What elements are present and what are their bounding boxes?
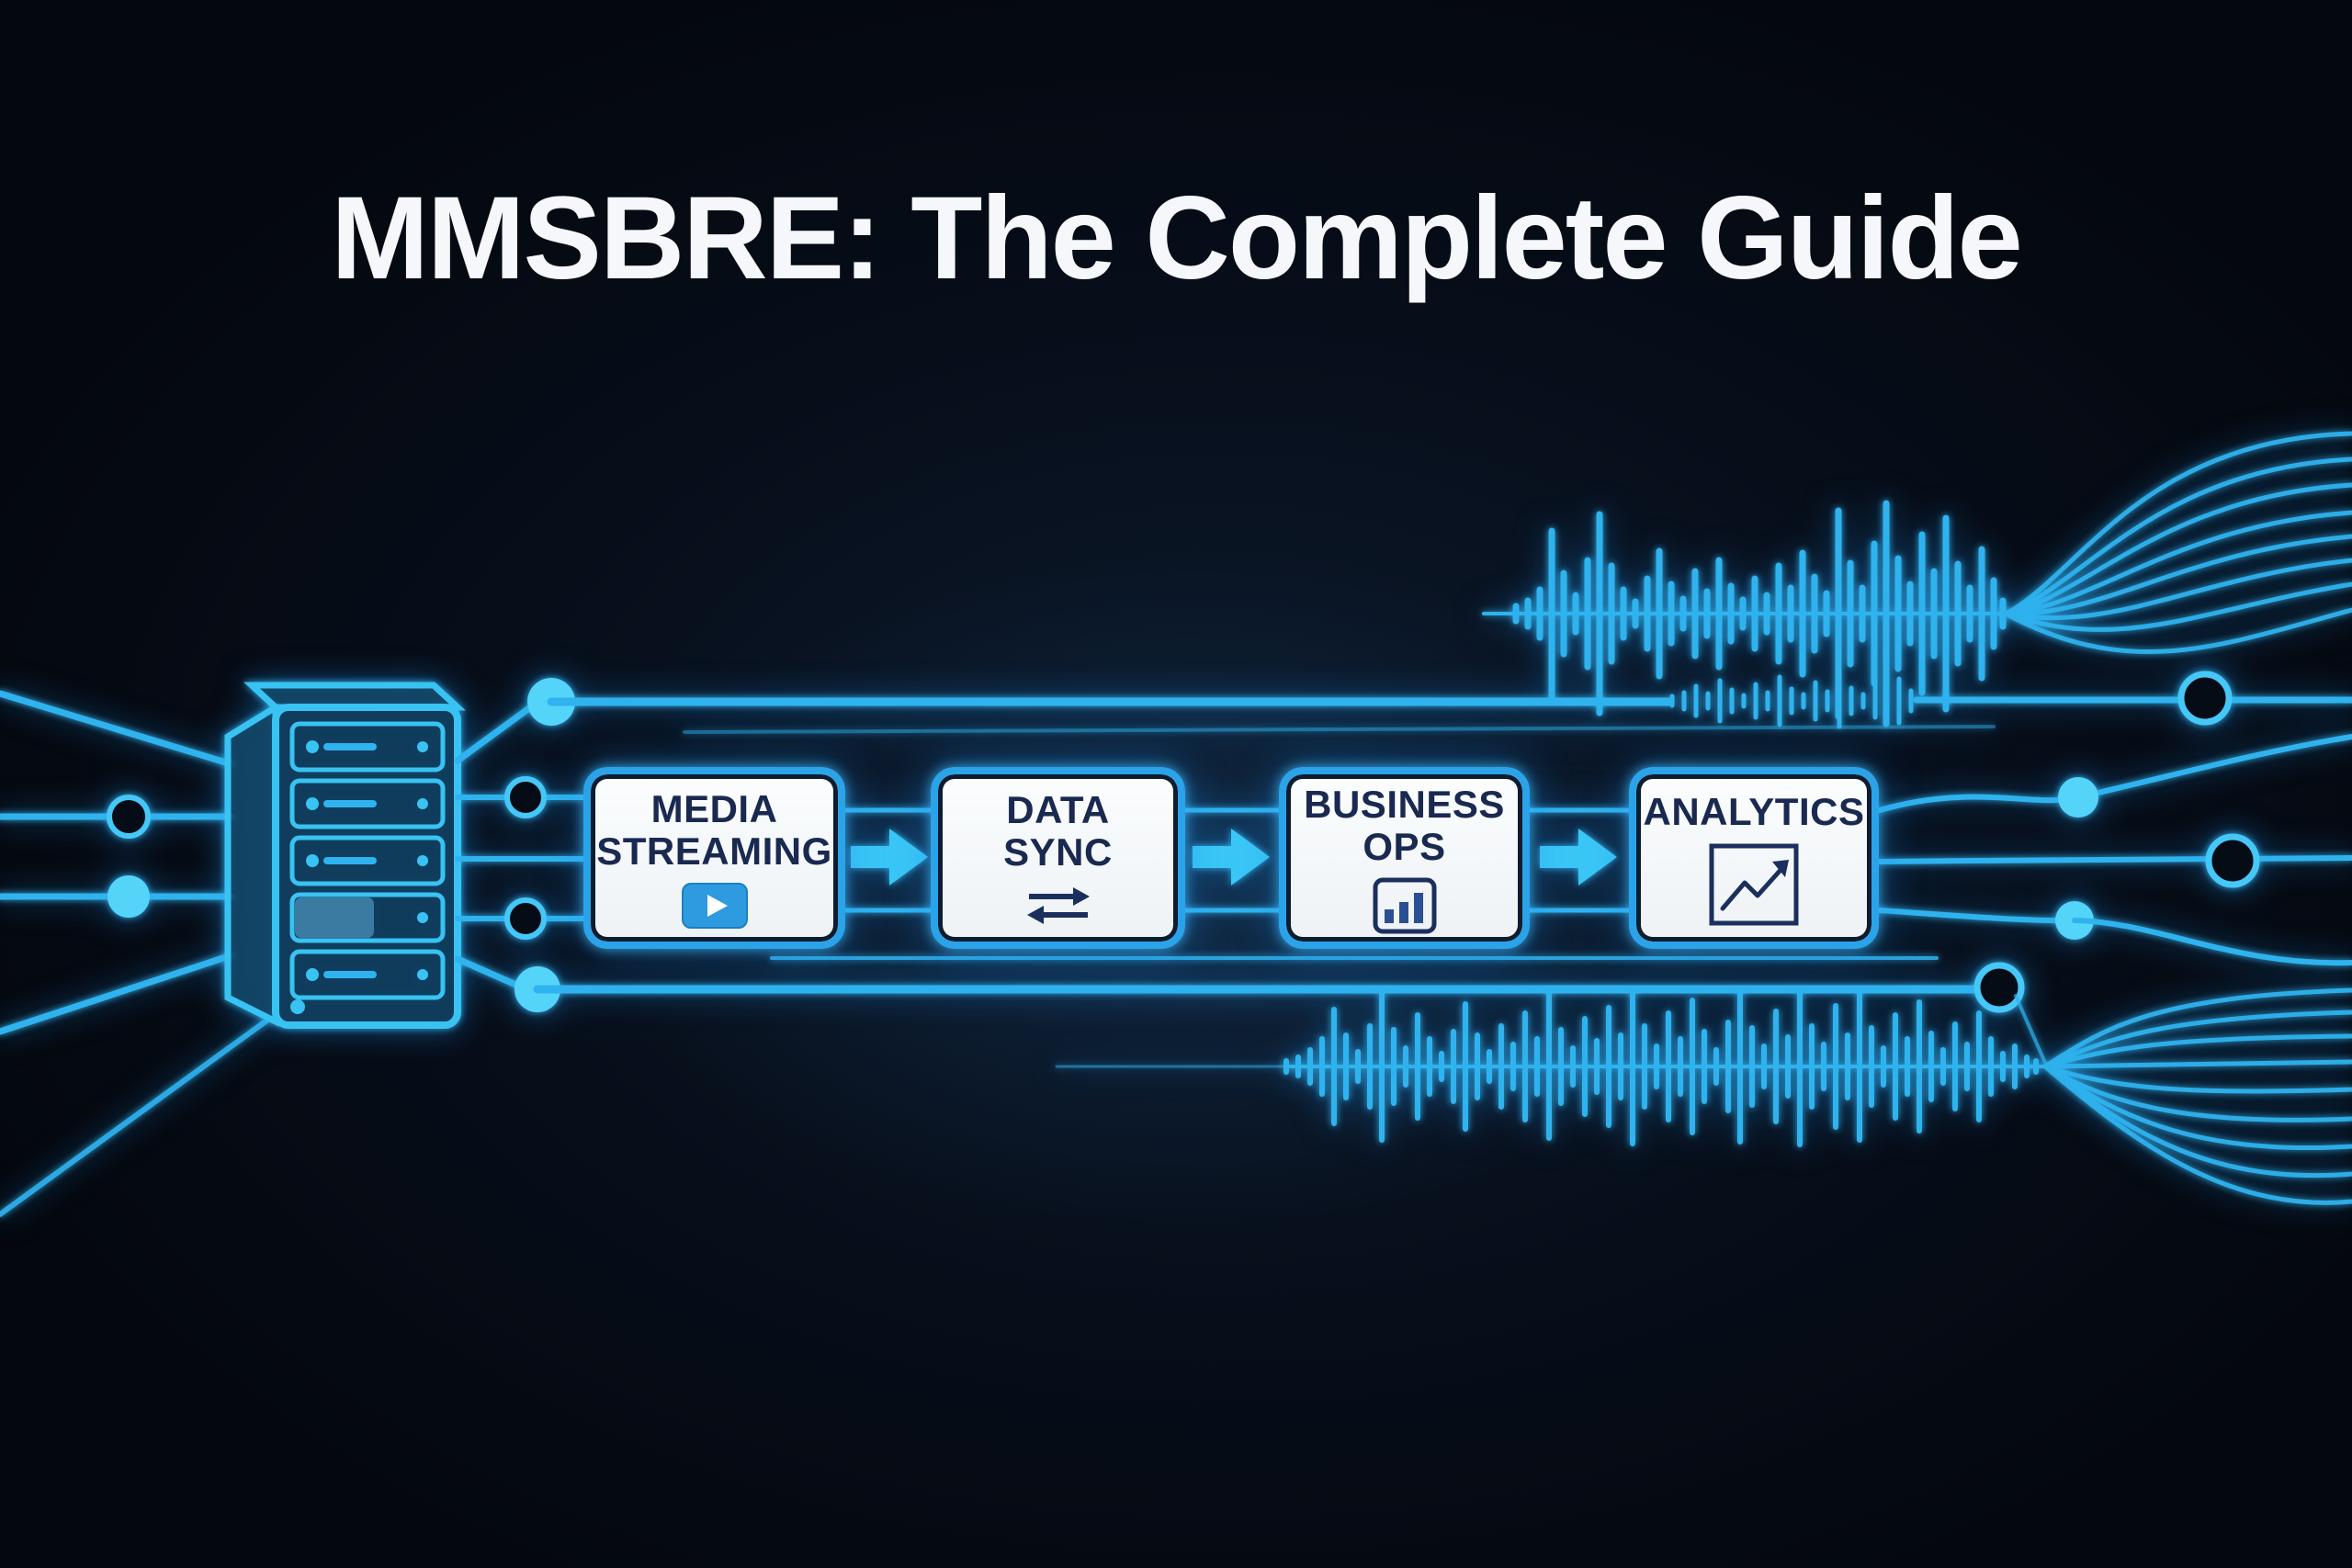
stage-label-line1: BUSINESS [1304, 782, 1505, 826]
trend-line-icon [1709, 843, 1799, 926]
bottom-waveform [1055, 986, 2047, 1147]
arrow-right-icon [1193, 829, 1270, 886]
top-data-line [527, 671, 2352, 734]
play-icon [681, 883, 748, 930]
top-waveform [1482, 500, 2008, 728]
stage-label-line2: STREAMING [596, 829, 832, 873]
server-icon [224, 682, 466, 1029]
arrow-right-icon [851, 829, 928, 886]
server-output-lines [454, 702, 585, 990]
stage-label-line1: DATA [1006, 787, 1110, 831]
left-feed-lines [0, 690, 278, 1217]
stage-label: MEDIA STREAMING [596, 786, 832, 873]
stage-label: BUSINESS OPS [1304, 782, 1505, 868]
arrow-right-icon [1540, 829, 1617, 886]
stage-media-streaming: MEDIA STREAMING [583, 767, 845, 949]
stage-label-line2: OPS [1363, 825, 1446, 868]
flow-arrows [851, 829, 1617, 886]
left-dot-node [107, 875, 150, 918]
bar-chart-icon [1373, 877, 1436, 934]
right-output-lines [1877, 734, 2352, 966]
stage-label-line1: MEDIA [650, 786, 778, 830]
left-ring-node [107, 795, 151, 839]
stage-business-ops: BUSINESS OPS [1279, 767, 1530, 949]
sync-arrows-icon [1026, 887, 1090, 925]
page-title: MMSBRE: The Complete Guide [331, 173, 2023, 304]
top-right-ring-node [2177, 671, 2233, 726]
server-bay-leds [290, 740, 428, 1014]
stage-data-sync: DATA SYNC [931, 767, 1185, 949]
bottom-ring-node [1973, 962, 2025, 1013]
stage-label: ANALYTICS [1643, 789, 1865, 833]
stage-analytics: ANALYTICS [1629, 767, 1879, 949]
stage-label-line1: ANALYTICS [1643, 789, 1865, 833]
server-active-bay [295, 897, 374, 938]
right-dot-node-upper [2058, 777, 2098, 818]
bottom-fan-curves [2042, 987, 2352, 1205]
stage-label-line2: SYNC [1003, 830, 1113, 874]
right-ring-node [2205, 833, 2260, 888]
bottom-data-line [514, 956, 2047, 1065]
stage-label: DATA SYNC [1003, 787, 1113, 874]
top-fan-curves [2003, 431, 2352, 654]
